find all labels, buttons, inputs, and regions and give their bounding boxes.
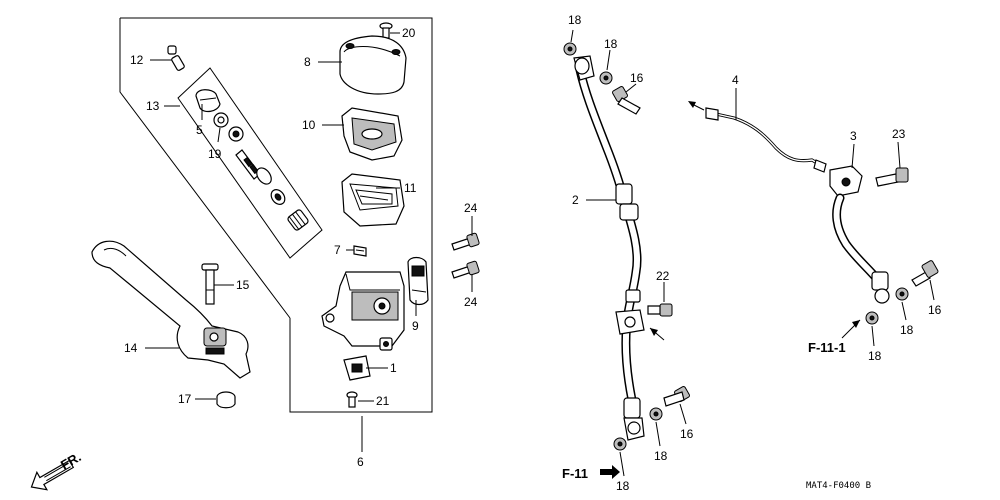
piston-seal-kit (167, 45, 309, 231)
callout-8: 8 (304, 55, 311, 69)
brake-lever (91, 240, 251, 379)
master-cylinder-holder (407, 256, 429, 306)
reference-labels: F-11 F-11-1 (562, 340, 846, 481)
callout-4: 4 (732, 73, 739, 87)
callout-16-b: 16 (680, 427, 694, 441)
joint-bolt (875, 167, 909, 187)
assembly-outline (119, 17, 433, 413)
callout-18-a: 18 (568, 13, 582, 27)
callout-24-upper: 24 (464, 201, 478, 215)
callout-18-b: 18 (604, 37, 618, 51)
rear-caliper-hose (832, 193, 890, 304)
callout-6: 6 (357, 455, 364, 469)
callout-24-lower: 24 (464, 295, 478, 309)
callout-18-c: 18 (654, 449, 668, 463)
callout-22: 22 (656, 269, 670, 283)
lever-pivot-nut (216, 391, 236, 409)
sealing-washers-left (563, 42, 663, 451)
reservoir-diaphragm (341, 173, 405, 227)
hose-clamp-bolt (647, 303, 673, 317)
cap-screw (379, 22, 393, 39)
callout-14: 14 (124, 341, 138, 355)
callout-3: 3 (850, 129, 857, 143)
callout-21: 21 (376, 394, 390, 408)
master-cylinder-body (321, 271, 405, 351)
switch-screw (346, 391, 358, 408)
callout-13: 13 (146, 99, 160, 113)
callout-20: 20 (402, 26, 416, 40)
rear-banjo-bolt (911, 260, 939, 287)
callout-18-d: 18 (616, 479, 630, 493)
front-direction-arrow: FR. (30, 449, 84, 491)
lower-banjo-bolt (663, 386, 690, 407)
callout-17: 17 (178, 392, 192, 406)
callout-16-a: 16 (630, 71, 644, 85)
drawing-code: MAT4-F0400 B (806, 481, 871, 491)
callout-11: 11 (404, 181, 417, 195)
callout-19: 19 (208, 147, 222, 161)
upper-banjo-bolt (612, 86, 641, 115)
reservoir-cap (339, 35, 407, 95)
callout-18-e: 18 (900, 323, 914, 337)
brake-light-switch (343, 355, 374, 381)
callout-10: 10 (302, 118, 316, 132)
callout-7: 7 (334, 243, 341, 257)
brake-pipe (688, 101, 827, 173)
holder-bolt-upper (451, 232, 480, 251)
three-way-joint (829, 165, 863, 197)
callout-15: 15 (236, 278, 250, 292)
callout-labels: 12 13 5 19 14 15 17 20 8 10 11 7 9 1 21 … (124, 13, 942, 493)
diaphragm-plate (341, 107, 403, 161)
ref-f11-1: F-11-1 (808, 340, 846, 355)
sealing-washers-right (865, 287, 909, 325)
lever-pivot-bolt (201, 263, 219, 305)
callout-16-c: 16 (928, 303, 942, 317)
callout-9: 9 (412, 319, 419, 333)
callout-1: 1 (390, 361, 397, 375)
callout-2: 2 (572, 193, 579, 207)
switch-clip (353, 245, 367, 257)
bracket-direction-arrow (649, 327, 665, 341)
holder-bolt-lower (451, 260, 480, 279)
callout-12: 12 (130, 53, 144, 67)
callout-23: 23 (892, 127, 906, 141)
callout-18-f: 18 (868, 349, 882, 363)
front-brake-hose (573, 55, 645, 441)
leader-lines (145, 29, 935, 477)
ref-f11: F-11 (562, 466, 588, 481)
callout-5: 5 (196, 123, 203, 137)
